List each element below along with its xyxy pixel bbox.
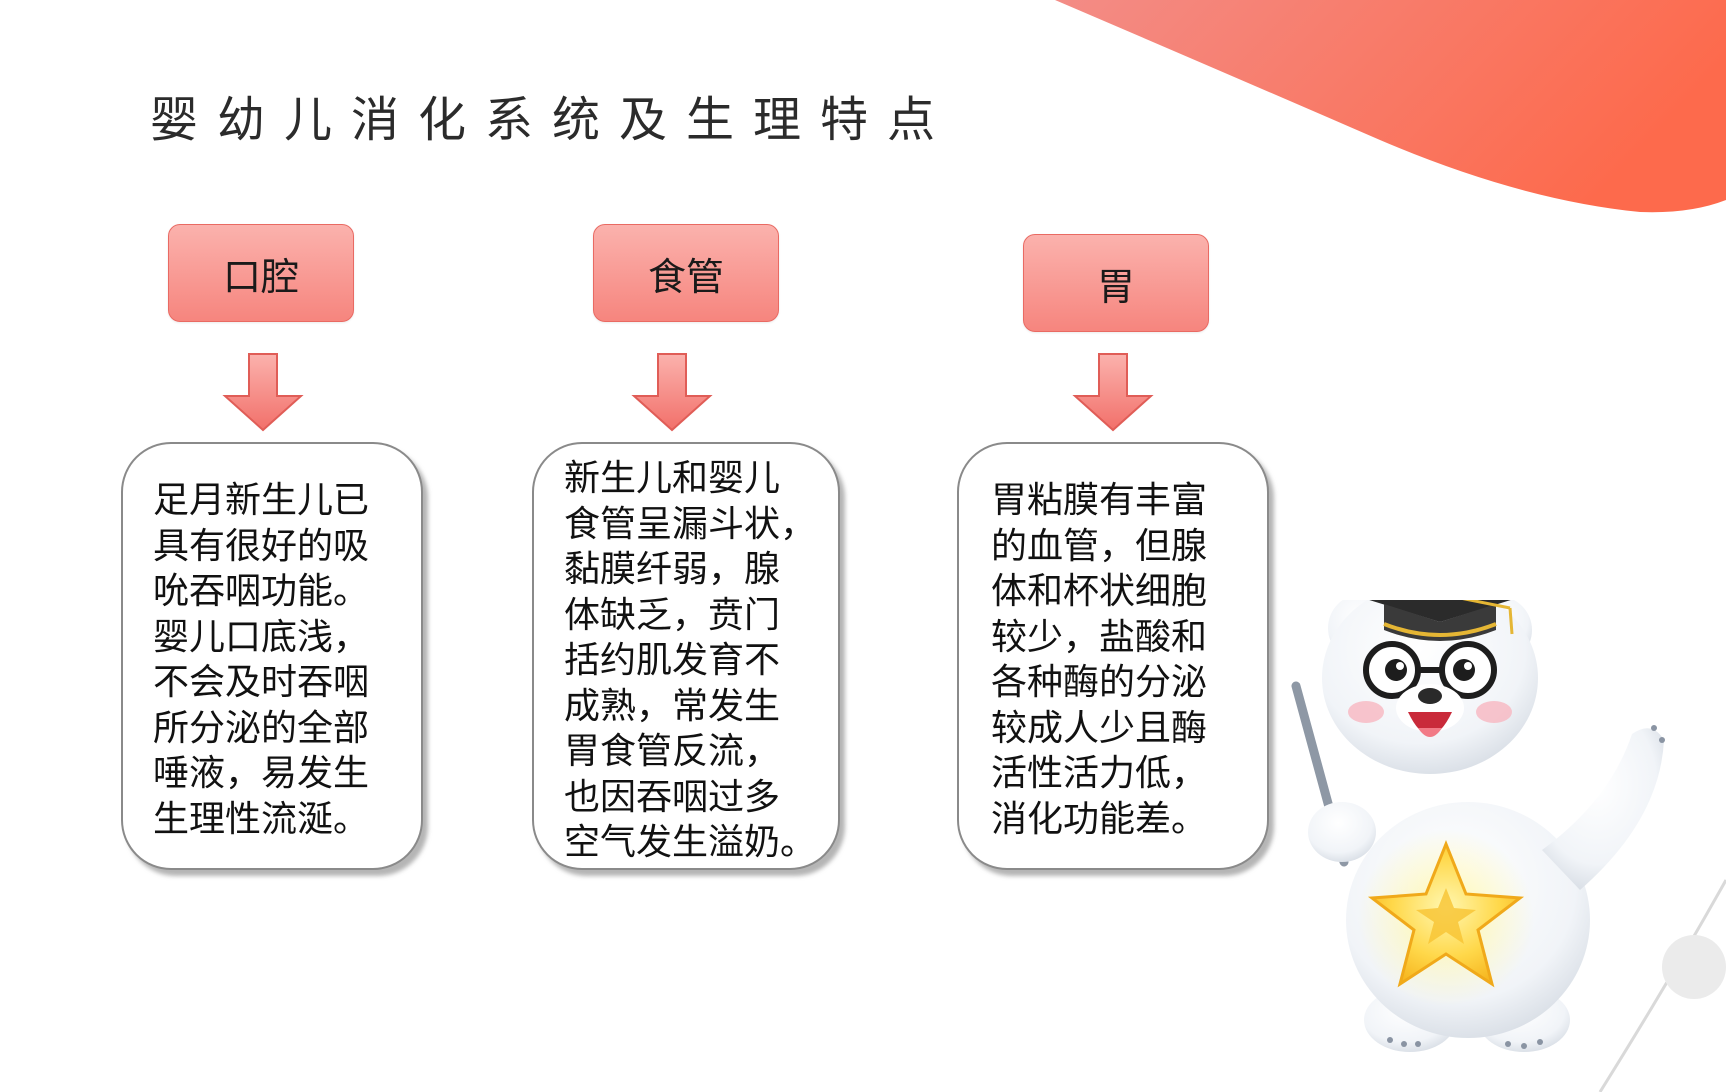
header-esophagus: 食管: [593, 224, 779, 322]
decorative-circle: [1662, 935, 1726, 999]
arrow-down-icon: [222, 353, 304, 432]
arrow-down-icon: [631, 353, 713, 432]
page-title: 婴幼儿消化系统及生理特点: [150, 92, 955, 148]
content-box-oral-cavity: 足月新生儿已 具有很好的吸 吮吞咽功能。 婴儿口底浅， 不会及时吞咽 所分泌的全…: [121, 442, 423, 870]
header-stomach: 胃: [1023, 234, 1209, 332]
header-oral-cavity: 口腔: [168, 224, 354, 322]
content-box-stomach: 胃粘膜有丰富 的血管，但腺 体和杯状细胞 较少，盐酸和 各种酶的分泌 较成人少且…: [957, 442, 1269, 870]
bear-mascot-icon: [1291, 600, 1665, 1052]
arrow-down-icon: [1072, 353, 1154, 432]
content-box-esophagus: 新生儿和婴儿 食管呈漏斗状， 黏膜纤弱，腺 体缺乏，贲门 括约肌发育不 成熟，常…: [532, 442, 840, 870]
